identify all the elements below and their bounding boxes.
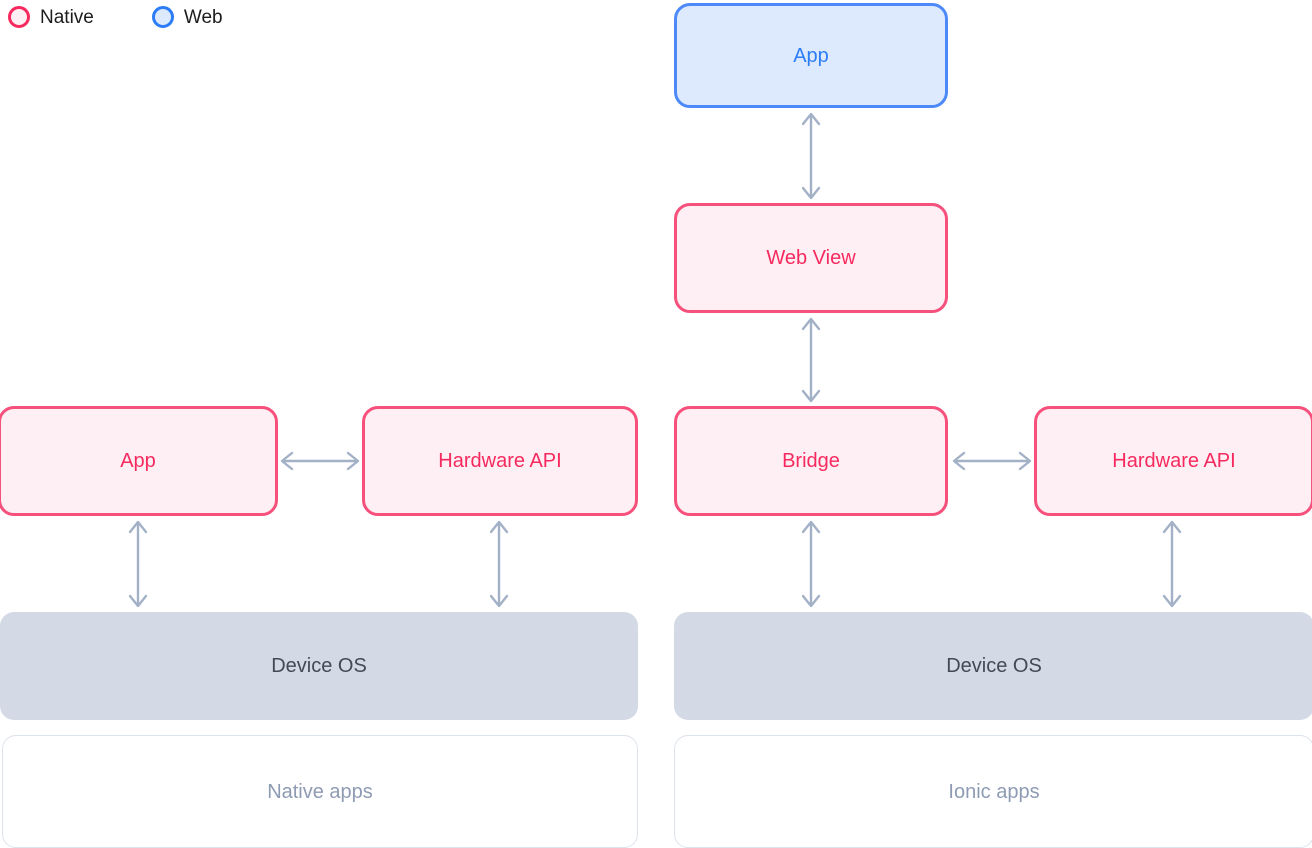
column-caption-label: Ionic apps — [948, 780, 1040, 803]
node-label: Hardware API — [438, 450, 562, 472]
circle-outline-icon — [151, 6, 174, 28]
connector-app-webview — [801, 112, 821, 200]
node-ionic-device-os[interactable]: Device OS — [674, 612, 1312, 720]
node-label: Hardware API — [1112, 450, 1236, 472]
column-caption-native-apps: Native apps — [2, 735, 638, 848]
node-label: Device OS — [946, 655, 1042, 677]
column-caption-ionic-apps: Ionic apps — [674, 735, 1312, 848]
node-ionic-bridge[interactable]: Bridge — [674, 406, 948, 516]
connector-native-app-device-os — [128, 520, 148, 608]
connector-webview-bridge — [801, 317, 821, 403]
column-caption-label: Native apps — [267, 780, 373, 803]
node-label: App — [120, 450, 156, 472]
node-ionic-hardware-api[interactable]: Hardware API — [1034, 406, 1312, 516]
connector-native-hardware-api-device-os — [489, 520, 509, 608]
legend-item-native: Native — [8, 6, 94, 28]
node-label: Device OS — [271, 655, 367, 677]
legend-item-label: Native — [40, 6, 94, 28]
legend: Native Web — [8, 2, 223, 32]
connector-native-app-hardware-api — [280, 451, 360, 471]
connector-hardware-api-device-os — [1162, 520, 1182, 608]
node-ionic-app[interactable]: App — [674, 3, 948, 108]
node-label: Bridge — [782, 450, 840, 472]
node-ionic-web-view[interactable]: Web View — [674, 203, 948, 313]
node-native-device-os[interactable]: Device OS — [0, 612, 638, 720]
connector-bridge-device-os — [801, 520, 821, 608]
connector-bridge-hardware-api — [952, 451, 1032, 471]
legend-item-web: Web — [151, 6, 223, 28]
node-label: Web View — [766, 247, 856, 269]
circle-outline-icon — [8, 6, 30, 28]
node-native-hardware-api[interactable]: Hardware API — [362, 406, 638, 516]
node-label: App — [793, 44, 829, 67]
node-native-app[interactable]: App — [0, 406, 278, 516]
legend-item-label: Web — [183, 6, 223, 28]
